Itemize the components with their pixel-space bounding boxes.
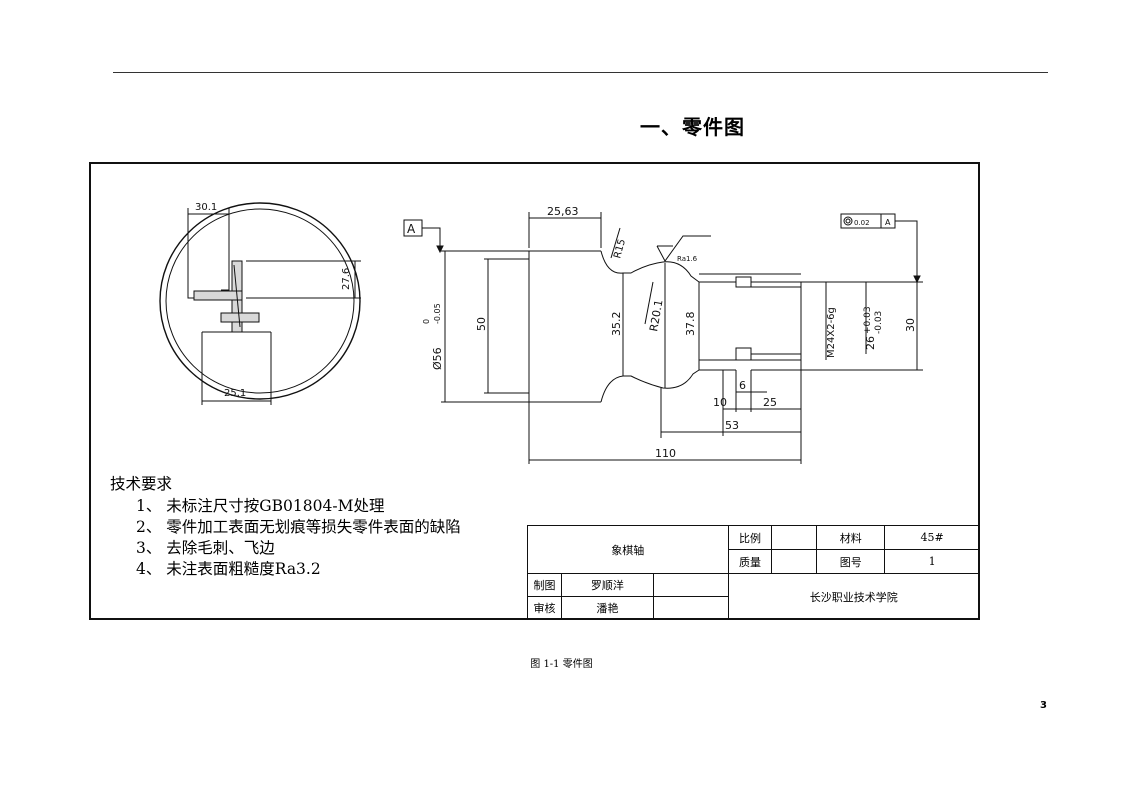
dim-len-10: 10 <box>713 396 727 409</box>
tech-requirements-title: 技术要求 <box>110 475 173 493</box>
mass-label: 质量 <box>727 549 773 574</box>
dim-section-top: 30.1 <box>195 202 217 213</box>
datum-label: A <box>407 222 416 236</box>
material-label: 材料 <box>816 525 886 550</box>
drawing-no-value: 1 <box>884 549 980 574</box>
roughness-symbol-label: Ra1.6 <box>677 255 698 263</box>
school-name: 长沙职业技术学院 <box>727 573 981 620</box>
geo-tolerance-datum: A <box>885 218 891 227</box>
svg-text:Ø56: Ø56 <box>431 347 444 370</box>
dim-r20-1: R20.1 <box>647 299 665 333</box>
header-rule <box>113 72 1048 73</box>
tech-requirement-item: 3、 去除毛刺、飞边 <box>136 539 275 557</box>
drawing-frame: 30.1 27.6 25.1 <box>89 162 981 620</box>
scale-label: 比例 <box>727 525 773 550</box>
page-number: 3 <box>1040 700 1047 711</box>
tech-requirement-item: 2、 零件加工表面无划痕等损失零件表面的缺陷 <box>136 518 461 536</box>
dim-25-63: 25,63 <box>547 205 579 218</box>
dim-d37-8: 37.8 <box>684 312 697 337</box>
section-view <box>159 202 361 405</box>
scale-value <box>771 525 818 550</box>
part-drawing: 30.1 27.6 25.1 <box>159 202 923 464</box>
drawing-no-label: 图号 <box>816 549 886 574</box>
dim-d56-tol-lower: -0.05 <box>433 303 442 324</box>
review-label: 审核 <box>527 596 562 620</box>
dim-section-right: 27.6 <box>341 268 352 290</box>
tech-requirement-item: 1、 未标注尺寸按GB01804-M处理 <box>136 497 385 515</box>
dim-d26-tol-lower: -0.03 <box>874 311 884 334</box>
drawn-label: 制图 <box>527 573 562 597</box>
dim-d35-2: 35.2 <box>610 312 623 337</box>
dim-len-25: 25 <box>763 396 777 409</box>
profile-view <box>403 212 923 464</box>
dim-d56-tol-upper: 0 <box>422 319 431 324</box>
dim-d30: 30 <box>904 318 917 332</box>
dim-len-6: 6 <box>739 379 746 392</box>
geo-tolerance-value: 0.02 <box>854 219 870 227</box>
drawn-by: 罗顺洋 <box>560 573 654 597</box>
title-block: 象棋轴 比例 材料 45# 质量 图号 1 制图 罗顺洋 长沙职业技术学院 审核… <box>527 525 981 620</box>
dim-section-bottom: 25.1 <box>224 388 246 399</box>
dim-d26: 26 <box>864 336 877 350</box>
dim-r15: R15 <box>612 238 628 260</box>
reviewed-by: 潘艳 <box>560 596 654 620</box>
dim-d56: Ø56 <box>431 347 444 370</box>
dim-d26-tol-upper: +0.03 <box>863 306 873 334</box>
section-heading: 一、零件图 <box>640 115 745 139</box>
dim-len-110: 110 <box>655 447 676 460</box>
tech-requirements: 技术要求 1、 未标注尺寸按GB01804-M处理 2、 零件加工表面无划痕等损… <box>110 474 461 580</box>
figure-caption: 图 1-1 零件图 <box>530 659 593 670</box>
dim-thread: M24X2-6g <box>826 307 837 358</box>
tech-requirement-item: 4、 未注表面粗糙度Ra3.2 <box>136 560 321 578</box>
part-name: 象棋轴 <box>527 525 729 574</box>
drawn-blank <box>652 573 729 597</box>
dim-d50: 50 <box>475 317 488 331</box>
dim-len-53: 53 <box>725 419 739 432</box>
mass-value <box>771 549 818 574</box>
review-blank <box>652 596 729 620</box>
material-value: 45# <box>884 525 980 550</box>
